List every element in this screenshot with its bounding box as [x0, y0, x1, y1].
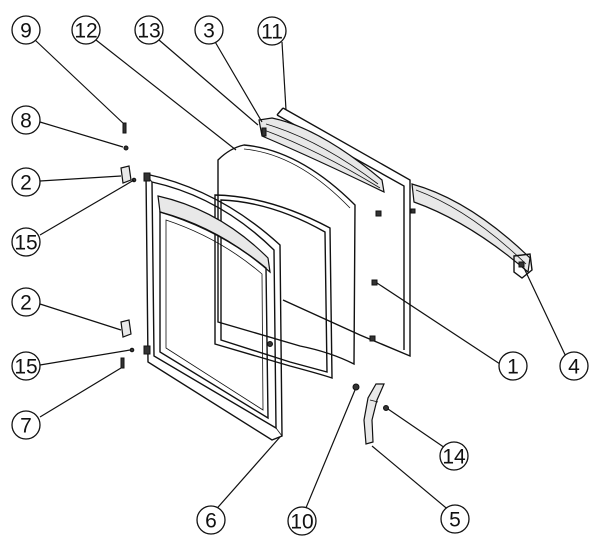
leader-lines [34, 39, 569, 516]
callout-2-lower: 2 [11, 287, 41, 317]
part-handle [363, 383, 385, 445]
part-door-frame [143, 172, 283, 441]
callout-8-label: 8 [20, 110, 32, 133]
callout-11-label: 11 [261, 21, 283, 44]
part-handle-screw [383, 405, 389, 411]
callout-6-label: 6 [205, 510, 217, 533]
callout-3-label: 3 [203, 20, 215, 43]
callout-4-label: 4 [568, 356, 580, 379]
callout-9-label: 9 [20, 20, 32, 43]
callout-14-label: 14 [442, 446, 466, 469]
callout-15-upper: 15 [11, 227, 41, 257]
callout-14: 14 [439, 441, 469, 471]
callout-8: 8 [11, 105, 41, 135]
callout-13-label: 13 [137, 20, 160, 43]
callout-1-label: 1 [507, 356, 519, 379]
callout-12: 12 [71, 15, 101, 45]
callout-15-lower: 15 [11, 351, 41, 381]
callout-2-upper-label: 2 [20, 172, 32, 195]
callout-1: 1 [498, 351, 528, 381]
part-hinge-block-lower [120, 319, 132, 338]
callout-10: 10 [287, 506, 317, 536]
part-screw-lower [129, 347, 135, 353]
callout-2-lower-label: 2 [20, 292, 32, 315]
callout-6: 6 [196, 505, 226, 535]
callout-5: 5 [440, 504, 470, 534]
callout-12-label: 12 [74, 20, 97, 43]
callout-4: 4 [559, 351, 589, 381]
callout-5-label: 5 [449, 509, 461, 532]
callout-3: 3 [194, 15, 224, 45]
callout-2-upper: 2 [11, 167, 41, 197]
part-glass-panel [217, 144, 356, 366]
callout-9: 9 [11, 15, 41, 45]
callout-15-lower-label: 15 [14, 356, 37, 379]
callout-11: 11 [257, 16, 287, 46]
callout-7: 7 [11, 410, 41, 440]
callout-13: 13 [134, 15, 164, 45]
callout-10-label: 10 [290, 511, 313, 534]
part-deflector-rail [410, 183, 533, 279]
callout-7-label: 7 [20, 415, 32, 438]
part-pin [122, 122, 127, 134]
part-gasket [214, 194, 333, 379]
part-pin-lower [120, 357, 125, 369]
part-hinge-block-upper [120, 165, 132, 184]
callout-15-upper-label: 15 [14, 232, 37, 255]
part-ball-lower [352, 383, 360, 391]
part-ball [123, 145, 129, 151]
part-top-bracket [258, 117, 385, 194]
